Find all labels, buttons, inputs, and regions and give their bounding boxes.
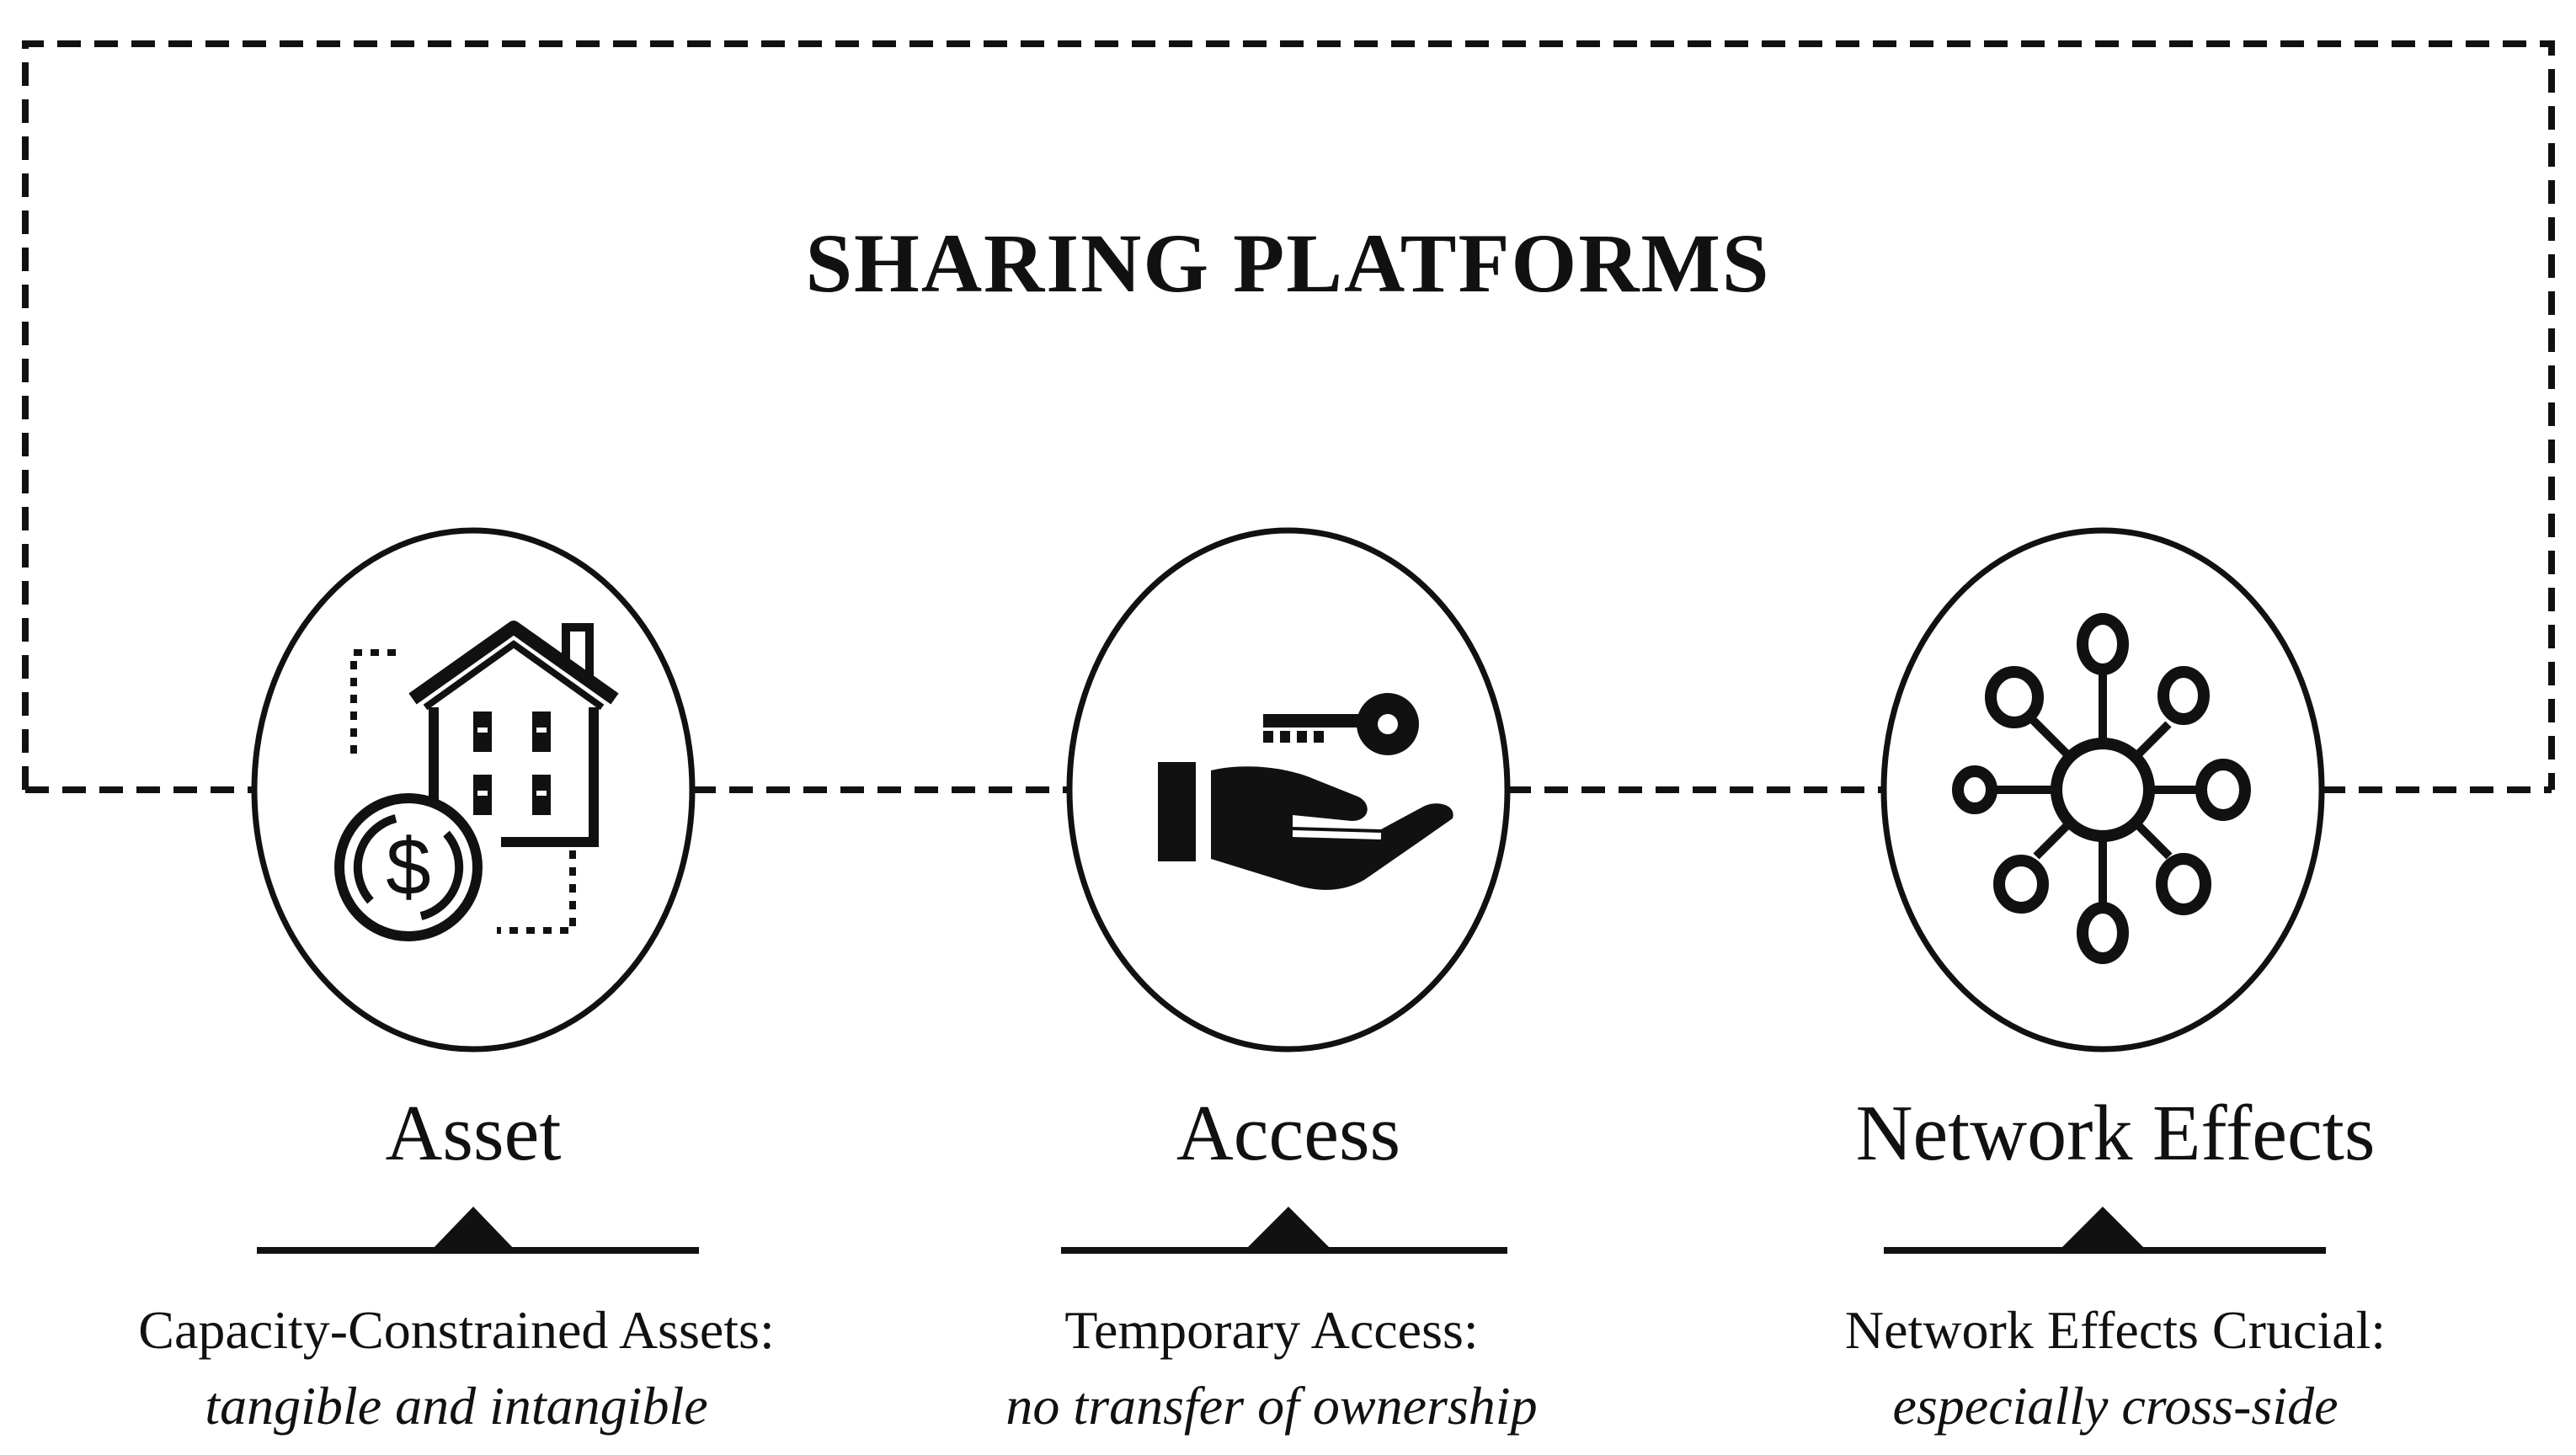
asset-triangle (431, 1207, 515, 1250)
pillar-desc-sub: especially cross-side (1892, 1376, 2339, 1436)
pillar-desc-access: Temporary Access: no transfer of ownersh… (851, 1292, 1693, 1444)
hub-spokes (1986, 669, 2206, 909)
hand-key-icon (1158, 693, 1453, 890)
hand-cuff (1158, 762, 1196, 861)
pillar-label-access: Access (1176, 1090, 1401, 1177)
house-windows (473, 712, 551, 815)
pillar-desc-main: Temporary Access: (1064, 1300, 1479, 1360)
house-roof (408, 621, 619, 705)
coin-inner-arc-2 (419, 830, 464, 920)
dollar-sign: $ (386, 822, 430, 912)
pillar-label-asset: Asset (385, 1090, 562, 1177)
pillar-label-network-effects: Network Effects (1855, 1090, 2376, 1177)
frame-top-and-sides (22, 40, 2555, 790)
pillar-desc-asset: Capacity-Constrained Assets: tangible an… (35, 1292, 877, 1444)
hand-palm (1211, 766, 1453, 890)
diagram-title: SHARING PLATFORMS (805, 216, 1771, 310)
dotted-bracket-top (350, 649, 396, 758)
network-triangle (2059, 1207, 2147, 1250)
pillar-desc-sub: no transfer of ownership (1005, 1376, 1538, 1436)
pillar-desc-sub: tangible and intangible (205, 1376, 708, 1436)
hub-nodes (1952, 613, 2251, 964)
pillar-desc-main: Network Effects Crucial: (1844, 1300, 2387, 1360)
pillar-desc-main: Capacity-Constrained Assets: (138, 1300, 775, 1360)
house-chimney (562, 623, 594, 682)
network-hub-icon (1952, 613, 2251, 964)
network-circle (1880, 527, 2325, 1053)
dashed-frame (22, 40, 2555, 793)
house-dollar-icon: $ (334, 621, 619, 941)
access-triangle (1245, 1207, 1332, 1250)
key-shaft (1263, 714, 1360, 728)
coin-inner-arc (353, 814, 397, 904)
house-roof-inner (423, 640, 605, 711)
pillar-desc-network-effects: Network Effects Crucial: especially cros… (1694, 1292, 2536, 1444)
label-underlines (257, 1207, 2326, 1254)
